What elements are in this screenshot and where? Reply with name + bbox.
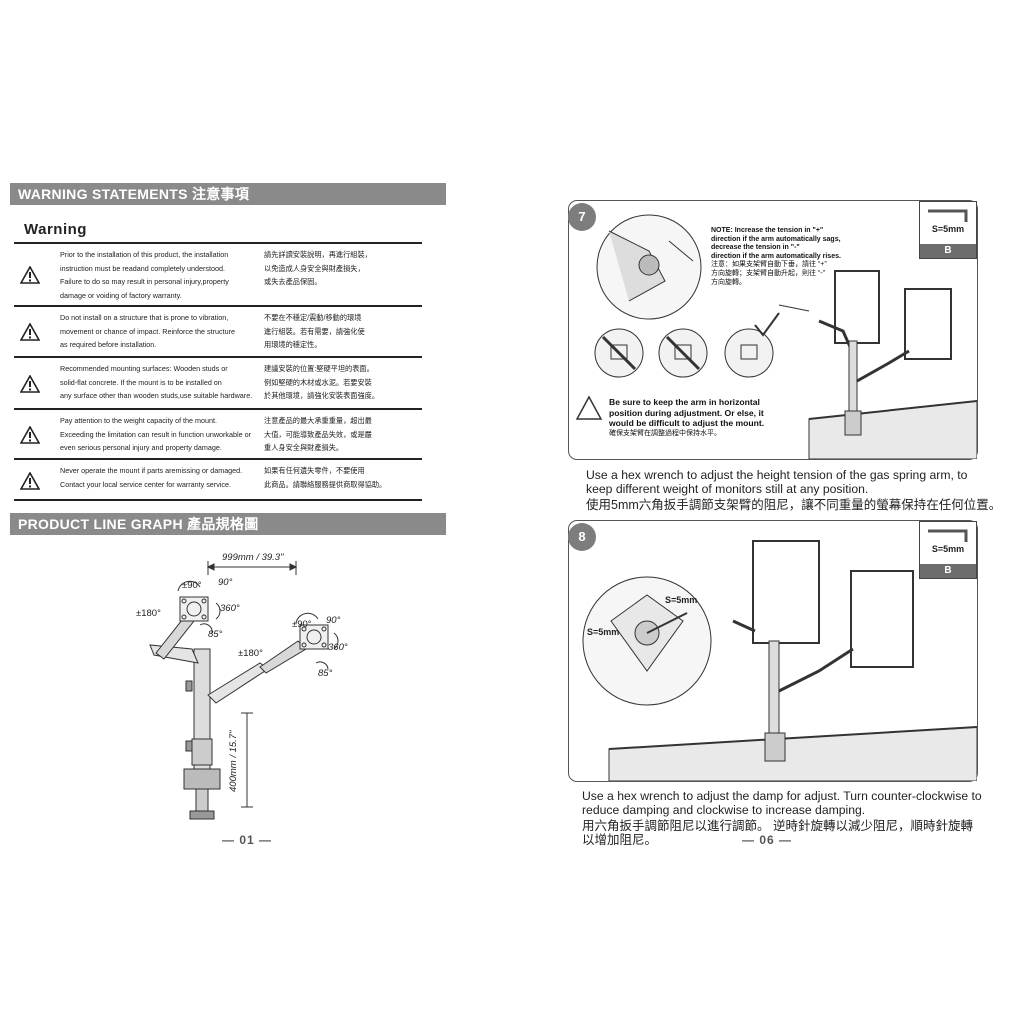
hex-wrench-icon (928, 529, 968, 542)
step-7-note: NOTE: Increase the tension in "+" direct… (711, 227, 841, 286)
warning-title: Warning (24, 221, 87, 238)
angle-label: 85° (208, 629, 223, 640)
warning-text-zh: 請先詳讀安裝說明，再進行組裝，以免造成人身安全與財產損失，或失去產品保固。 (264, 250, 372, 286)
angle-label: ±180° (238, 648, 263, 659)
warning-row: Recommended mounting surfaces: Wooden st… (14, 356, 422, 408)
warning-text-zh: 不要在不穩定/震動/移動的環境進行組裝。若有需要，請強化使用環境的穩定性。 (264, 313, 365, 349)
graph-width-label: 999mm / 39.3" (222, 552, 284, 563)
angle-label: 90° (218, 577, 233, 588)
step-number-7: 7 (568, 203, 596, 231)
warning-triangle-icon (20, 323, 40, 341)
product-line-graph-header: PRODUCT LINE GRAPH 產品規格圖 (10, 513, 446, 535)
warning-row: Pay attention to the weight capacity of … (14, 408, 422, 458)
warning-row: Do not install on a structure that is pr… (14, 305, 422, 355)
step-number-8: 8 (568, 523, 596, 551)
zoom-label: S=5mm (587, 627, 620, 637)
graph-height-label: 400mm / 15.7" (228, 730, 239, 792)
warning-text-zh: 如果有任何遺失零件，不要使用此商品。請聯絡服務提供商取得協助。 (264, 466, 387, 489)
angle-label: ±90° (182, 580, 202, 591)
warning-table-bottom-rule (14, 499, 422, 501)
angle-label: ±180° (136, 608, 161, 619)
step-7-caption: Use a hex wrench to adjust the height te… (586, 468, 1002, 512)
warning-text-en: Never operate the mount if parts aremiss… (60, 466, 243, 489)
angle-label: 90° (326, 615, 341, 626)
step-8-panel: 8 S=5mm B S=5mm S=5mm (568, 520, 978, 782)
step-7-illustration (575, 214, 977, 459)
step-8-caption: Use a hex wrench to adjust the damp for … (582, 789, 982, 847)
warning-statements-header: WARNING STATEMENTS 注意事項 (10, 183, 446, 205)
warning-triangle-icon (20, 375, 40, 393)
warning-text-en: Recommended mounting surfaces: Wooden st… (60, 364, 253, 400)
angle-label: ±90° (292, 619, 312, 630)
angle-label: 360° (328, 642, 348, 653)
zoom-label: S=5mm (665, 595, 698, 605)
warning-text-zh: 注意產品的最大承重重量，超出最大值，可能導致產品失效，或是嚴重人身安全與財產損失… (264, 416, 372, 452)
warning-text-en: Do not install on a structure that is pr… (60, 313, 235, 349)
warning-triangle-icon (20, 266, 40, 284)
tool-box-step-8: S=5mm B (919, 521, 977, 579)
warning-triangle-icon (20, 472, 40, 490)
angle-label: 360° (220, 603, 240, 614)
page-number-right: — 06 — (742, 833, 793, 847)
keep-level-warning: Be sure to keep the arm in horizontal po… (609, 397, 765, 437)
angle-label: 85° (318, 668, 333, 679)
step-8-illustration (582, 540, 977, 781)
product-line-graph (149, 561, 339, 820)
warning-text-zh: 建議安裝的位置:堅硬平坦的表面。例如堅硬的木材或水泥。若要安裝於其他環境，請強化… (264, 364, 380, 400)
hex-wrench-icon (928, 209, 968, 222)
warning-row: Prior to the installation of this produc… (14, 242, 422, 304)
warning-row: Never operate the mount if parts aremiss… (14, 458, 422, 500)
page-number-left: — 01 — (222, 833, 273, 847)
tool-box-step-7: S=5mm B (919, 201, 977, 259)
warning-text-en: Prior to the installation of this produc… (60, 250, 229, 300)
warning-text-en: Pay attention to the weight capacity of … (60, 416, 251, 452)
warning-triangle-icon (20, 426, 40, 444)
step-7-panel: 7 NOTE: Increase the tension in "+" dire… (568, 200, 978, 460)
